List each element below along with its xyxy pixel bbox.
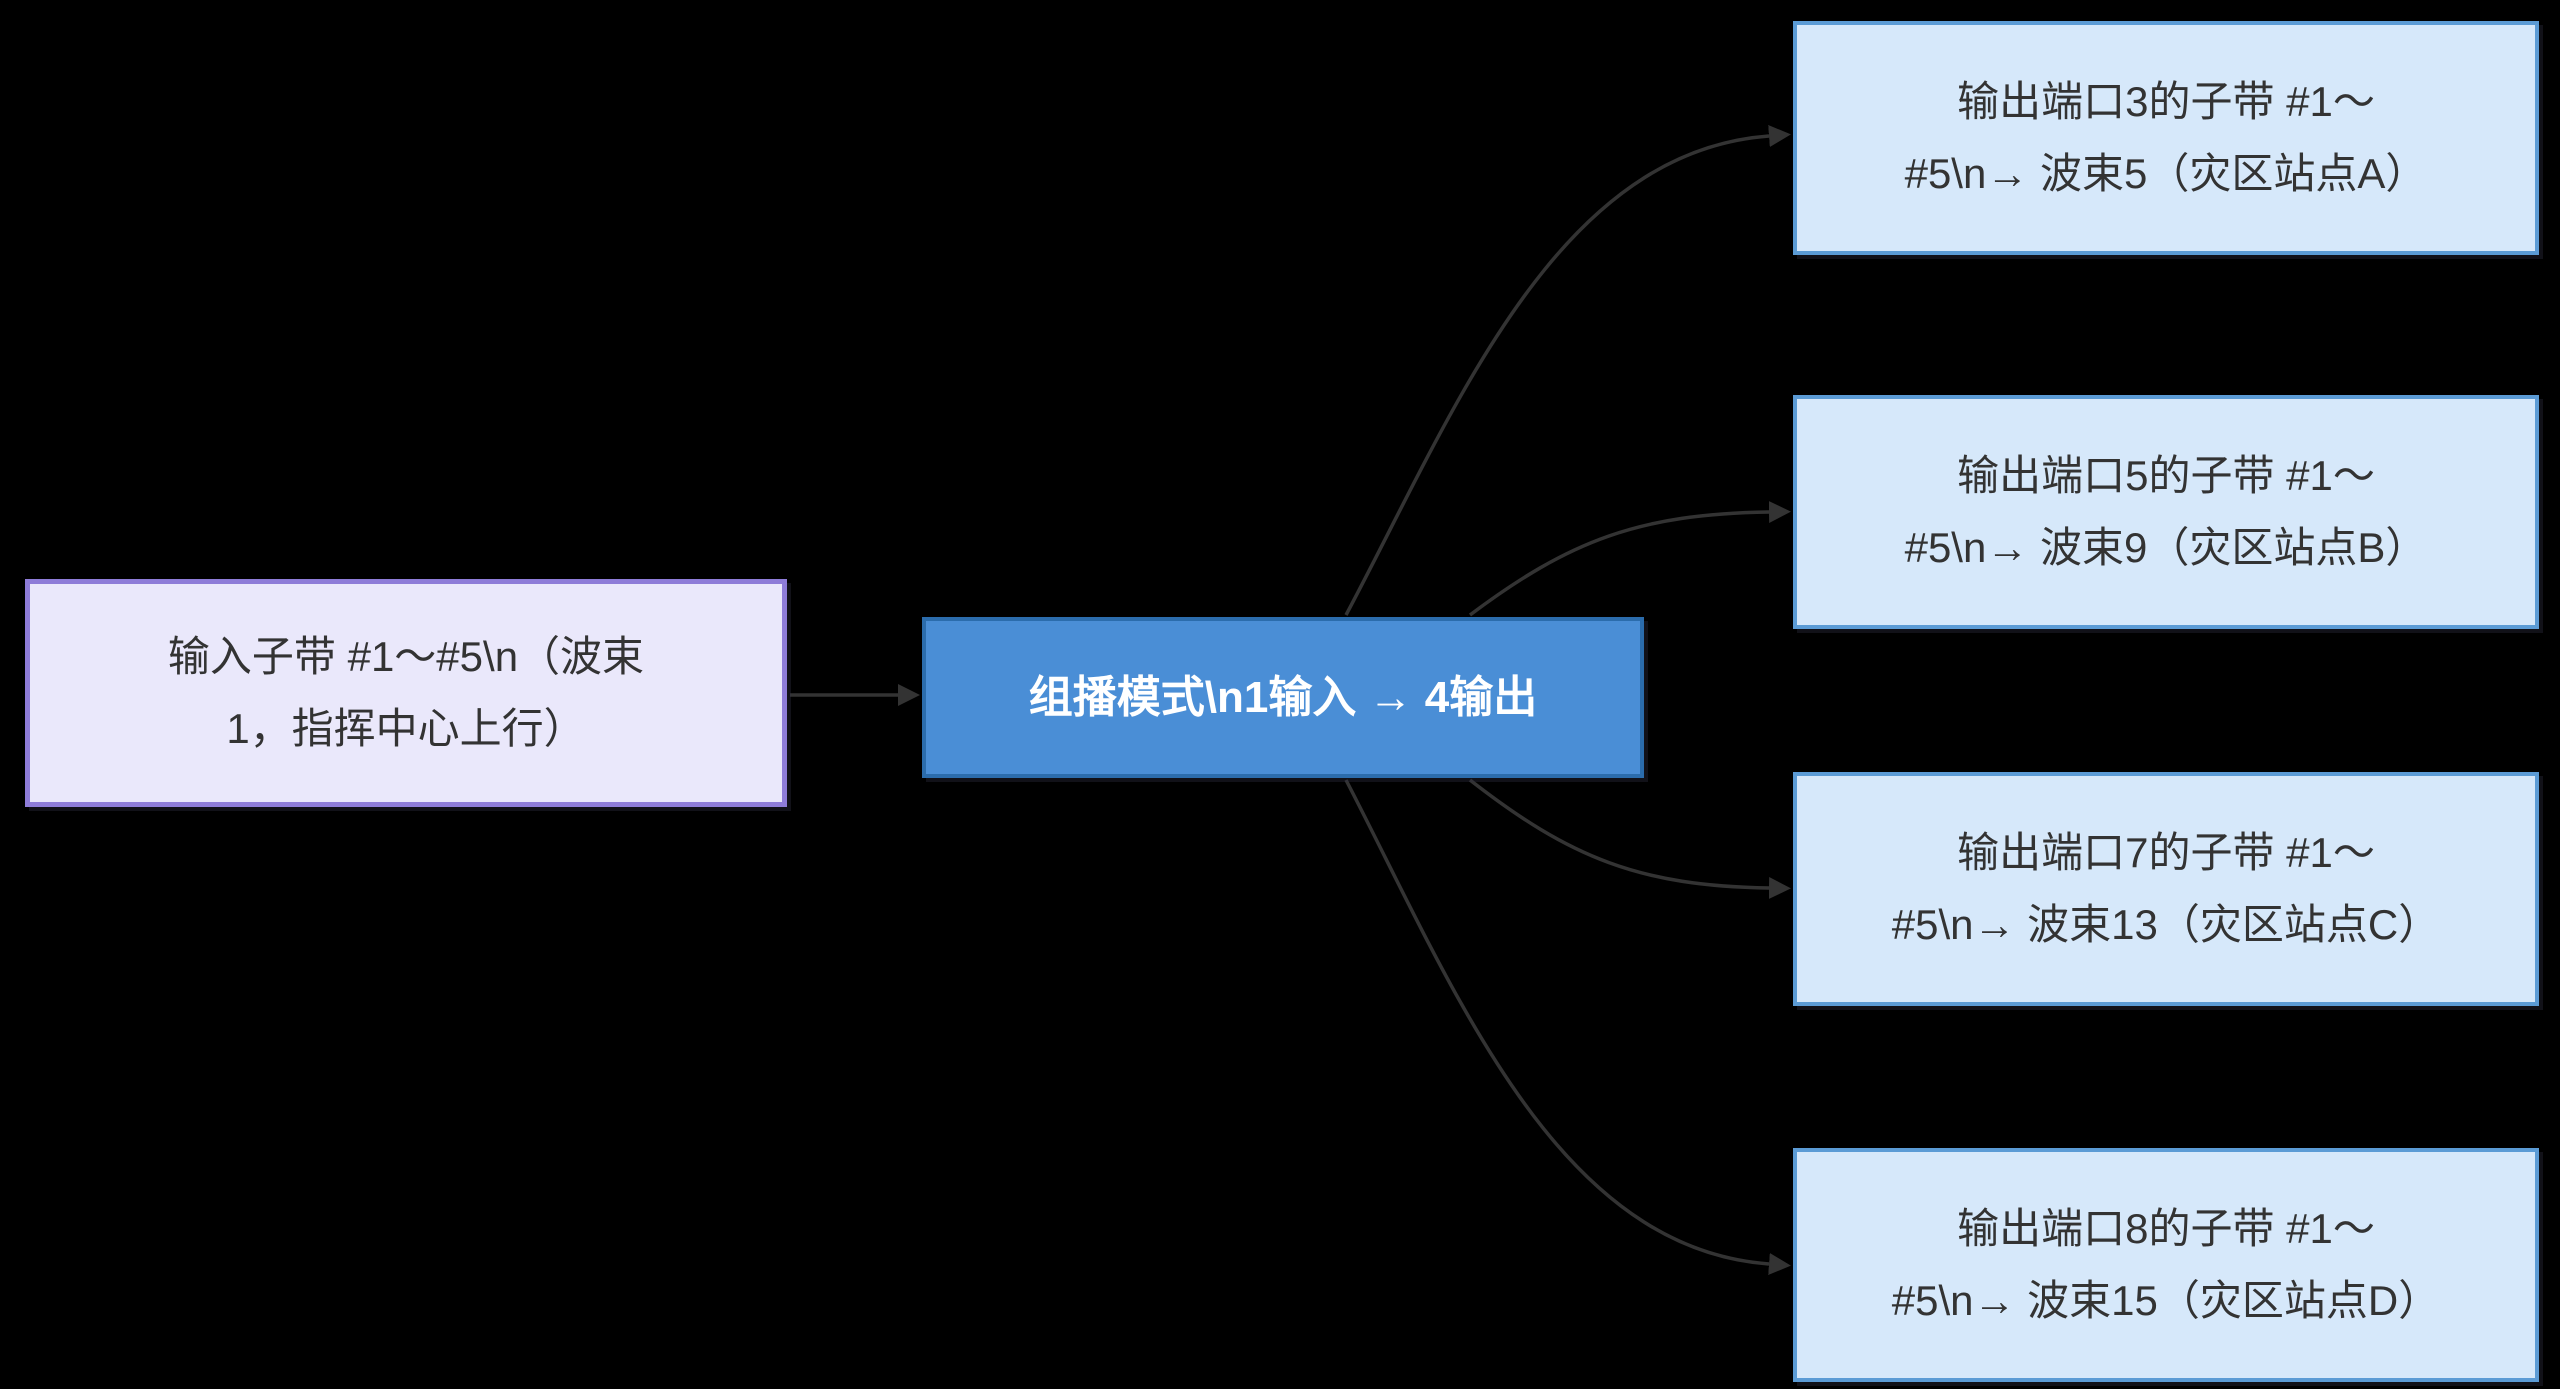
edge-multicast-to-output7 — [1468, 778, 1791, 899]
edge-multicast-to-output3 — [1344, 125, 1791, 616]
node-output-port-5-line-1: 输出端口5的子带 #1～ — [1957, 452, 2375, 499]
node-output-port-8: 输出端口8的子带 #1～ #5\n→ 波束15（灾区站点D） — [1793, 1148, 2539, 1382]
node-output-port-8-line-1: 输出端口8的子带 #1～ — [1957, 1205, 2375, 1252]
node-output-port-8-line-2: #5\n→ 波束15（灾区站点D） — [1891, 1277, 2441, 1324]
node-input-subband-line-1: 输入子带 #1～#5\n（波束 — [167, 633, 645, 680]
node-multicast-mode: 组播模式\n1输入 → 4输出 — [922, 617, 1644, 778]
edge-multicast-to-output5 — [1468, 501, 1791, 617]
node-input-subband: 输入子带 #1～#5\n（波束 1，指挥中心上行） — [25, 579, 787, 807]
node-output-port-5: 输出端口5的子带 #1～ #5\n→ 波束9（灾区站点B） — [1793, 395, 2539, 629]
node-output-port-7: 输出端口7的子带 #1～ #5\n→ 波束13（灾区站点C） — [1793, 772, 2539, 1006]
node-output-port-5-line-2: #5\n→ 波束9（灾区站点B） — [1904, 524, 2428, 571]
edge-multicast-to-output8 — [1344, 779, 1791, 1275]
node-output-port-3-line-1: 输出端口3的子带 #1～ — [1957, 78, 2375, 125]
node-output-port-7-line-1: 输出端口7的子带 #1～ — [1957, 829, 2375, 876]
node-output-port-7-line-2: #5\n→ 波束13（灾区站点C） — [1891, 901, 2441, 948]
node-input-subband-line-2: 1，指挥中心上行） — [226, 705, 586, 752]
node-output-port-3: 输出端口3的子带 #1～ #5\n→ 波束5（灾区站点A） — [1793, 21, 2539, 255]
node-output-port-3-line-2: #5\n→ 波束5（灾区站点A） — [1904, 150, 2428, 197]
node-multicast-mode-label: 组播模式\n1输入 → 4输出 — [1028, 672, 1538, 722]
